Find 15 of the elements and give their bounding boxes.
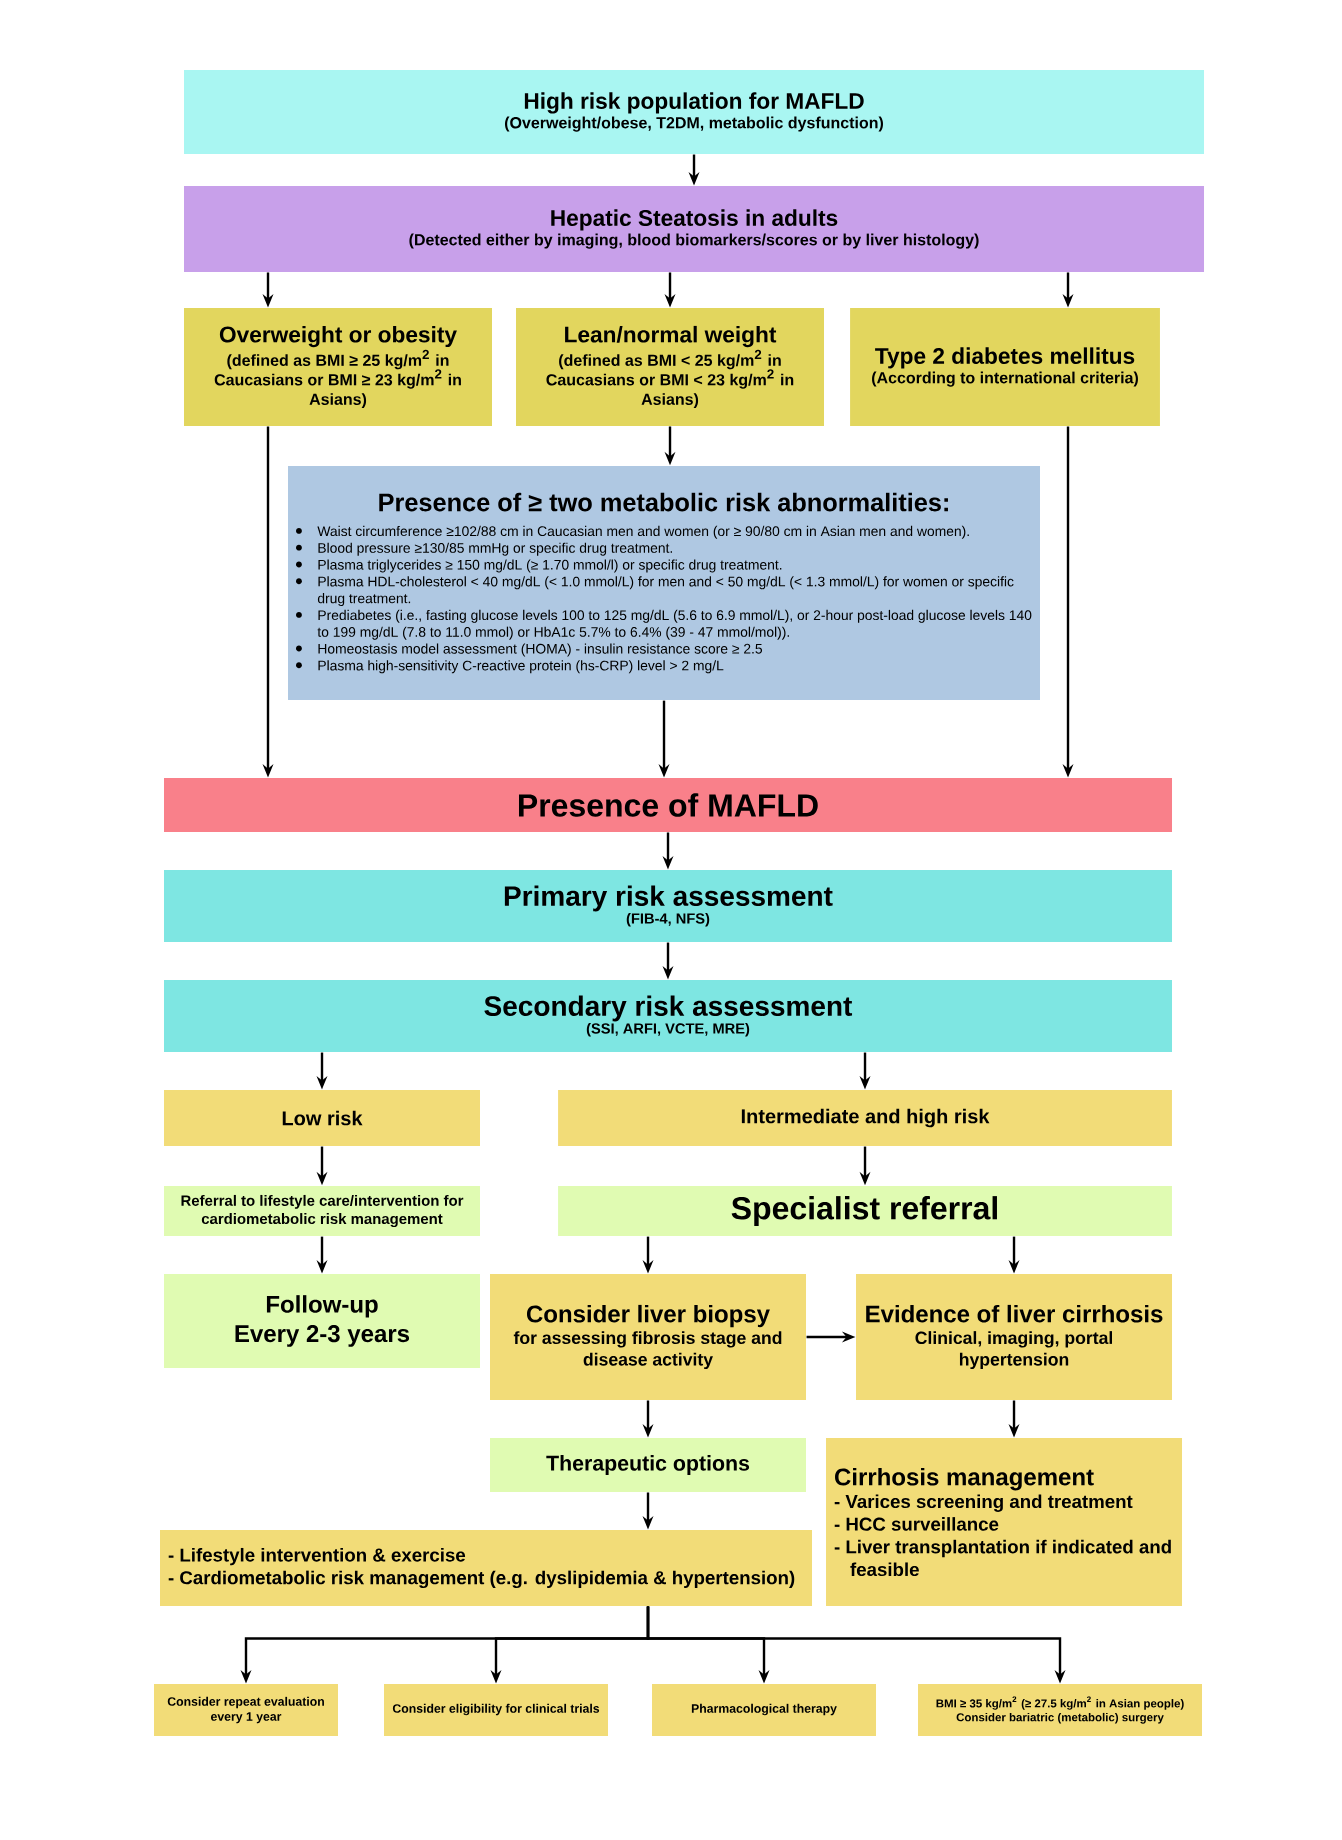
process-box: - Lifestyle intervention & exercise - Cardiometabolic risk management (e.g. dyslipidemia & hypertension) bbox=[160, 1530, 812, 1606]
process-box: Low risk bbox=[164, 1090, 480, 1146]
process-box: Cirrhosis management - Varices screening and treatment - HCC surveillance - Liver transplantation if indicated and feasible bbox=[826, 1438, 1182, 1606]
process-box: Overweight or obesity (defined as BMI ≥ 25 kg/m$^{2}$ in Caucasians or BMI ≥ 23 kg/m$^{2}$ in Asians) bbox=[184, 308, 492, 426]
process-box: Therapeutic options bbox=[490, 1438, 806, 1492]
process-box: Type 2 diabetes mellitus (According to international criteria) bbox=[850, 308, 1160, 426]
process-box: Evidence of liver cirrhosis Clinical, imaging, portal hypertension bbox=[856, 1274, 1172, 1400]
process-box: Specialist referral bbox=[558, 1185, 1172, 1237]
process-box: Intermediate and high risk bbox=[558, 1090, 1172, 1146]
process-box: Hepatic Steatosis in adults (Detected either by imaging, blood biomarkers/scores or by liver histology) bbox=[184, 186, 1204, 272]
process-box: Follow-up Every 2-3 years bbox=[164, 1274, 480, 1368]
process-box: High risk population for MAFLD (Overweight/obese, T2DM, metabolic dysfunction) bbox=[184, 70, 1204, 154]
process-box: Presence of MAFLD bbox=[164, 778, 1172, 832]
process-box: Consider liver biopsy for assessing fibrosis stage and disease activity bbox=[490, 1274, 806, 1400]
process-box: Lean/normal weight (defined as BMI < 25 kg/m$^{2}$ in Caucasians or BMI < 23 kg/m$^{2}$ in Asians) bbox=[516, 308, 824, 426]
